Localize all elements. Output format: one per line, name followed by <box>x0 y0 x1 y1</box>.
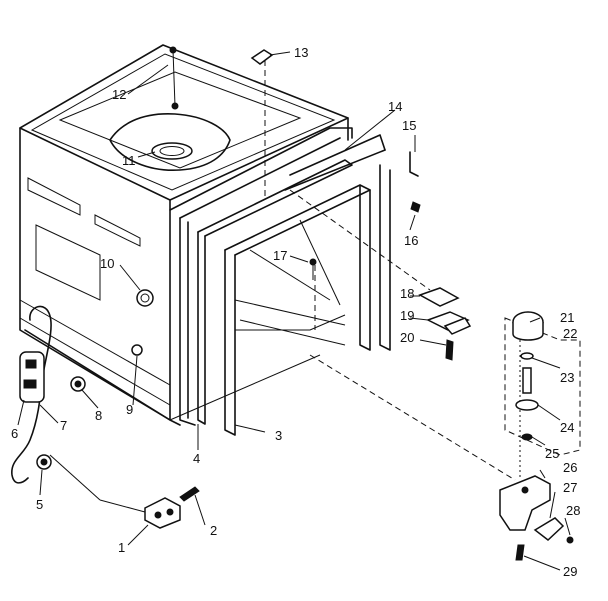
callout-7: 7 <box>60 418 67 433</box>
callout-28: 28 <box>566 503 580 518</box>
callout-27: 27 <box>563 480 577 495</box>
callout-11: 11 <box>122 153 136 168</box>
callout-17: 17 <box>273 248 287 263</box>
hinge-brackets <box>418 287 472 361</box>
callout-20: 20 <box>400 330 414 345</box>
callout-23: 23 <box>560 370 574 385</box>
callout-25: 25 <box>545 446 559 461</box>
small-fasteners <box>309 151 421 280</box>
float-assembly <box>504 311 581 456</box>
top-spray-recess <box>58 46 302 171</box>
callout-9: 9 <box>126 402 133 417</box>
callout-3: 3 <box>275 428 282 443</box>
tub-cabinet <box>19 44 349 426</box>
callout-14: 14 <box>388 99 402 114</box>
callout-22: 22 <box>563 326 577 341</box>
callout-26: 26 <box>563 460 577 475</box>
callout-18: 18 <box>400 286 414 301</box>
callout-13: 13 <box>294 45 308 60</box>
callout-6: 6 <box>11 426 18 441</box>
callout-12: 12 <box>112 87 126 102</box>
callout-29: 29 <box>563 564 577 579</box>
callout-1: 1 <box>118 540 125 555</box>
callout-8: 8 <box>95 408 102 423</box>
callout-4: 4 <box>193 451 200 466</box>
left-face-parts <box>70 289 154 392</box>
callout-15: 15 <box>402 118 416 133</box>
callout-leaders <box>17 51 571 571</box>
door-frame-gaskets <box>169 127 391 436</box>
switch-bracket <box>499 475 574 561</box>
callout-16: 16 <box>404 233 418 248</box>
callout-24: 24 <box>560 420 574 435</box>
callout-21: 21 <box>560 310 574 325</box>
callout-2: 2 <box>210 523 217 538</box>
bracket-and-screw <box>99 486 200 529</box>
callout-5: 5 <box>36 497 43 512</box>
clip-13 <box>250 49 274 65</box>
callout-labels: 1 2 3 4 5 6 7 8 9 10 11 12 13 14 15 16 1… <box>11 45 580 579</box>
drain-hose-assembly <box>11 305 101 501</box>
callout-19: 19 <box>400 308 414 323</box>
callout-10: 10 <box>100 256 114 271</box>
